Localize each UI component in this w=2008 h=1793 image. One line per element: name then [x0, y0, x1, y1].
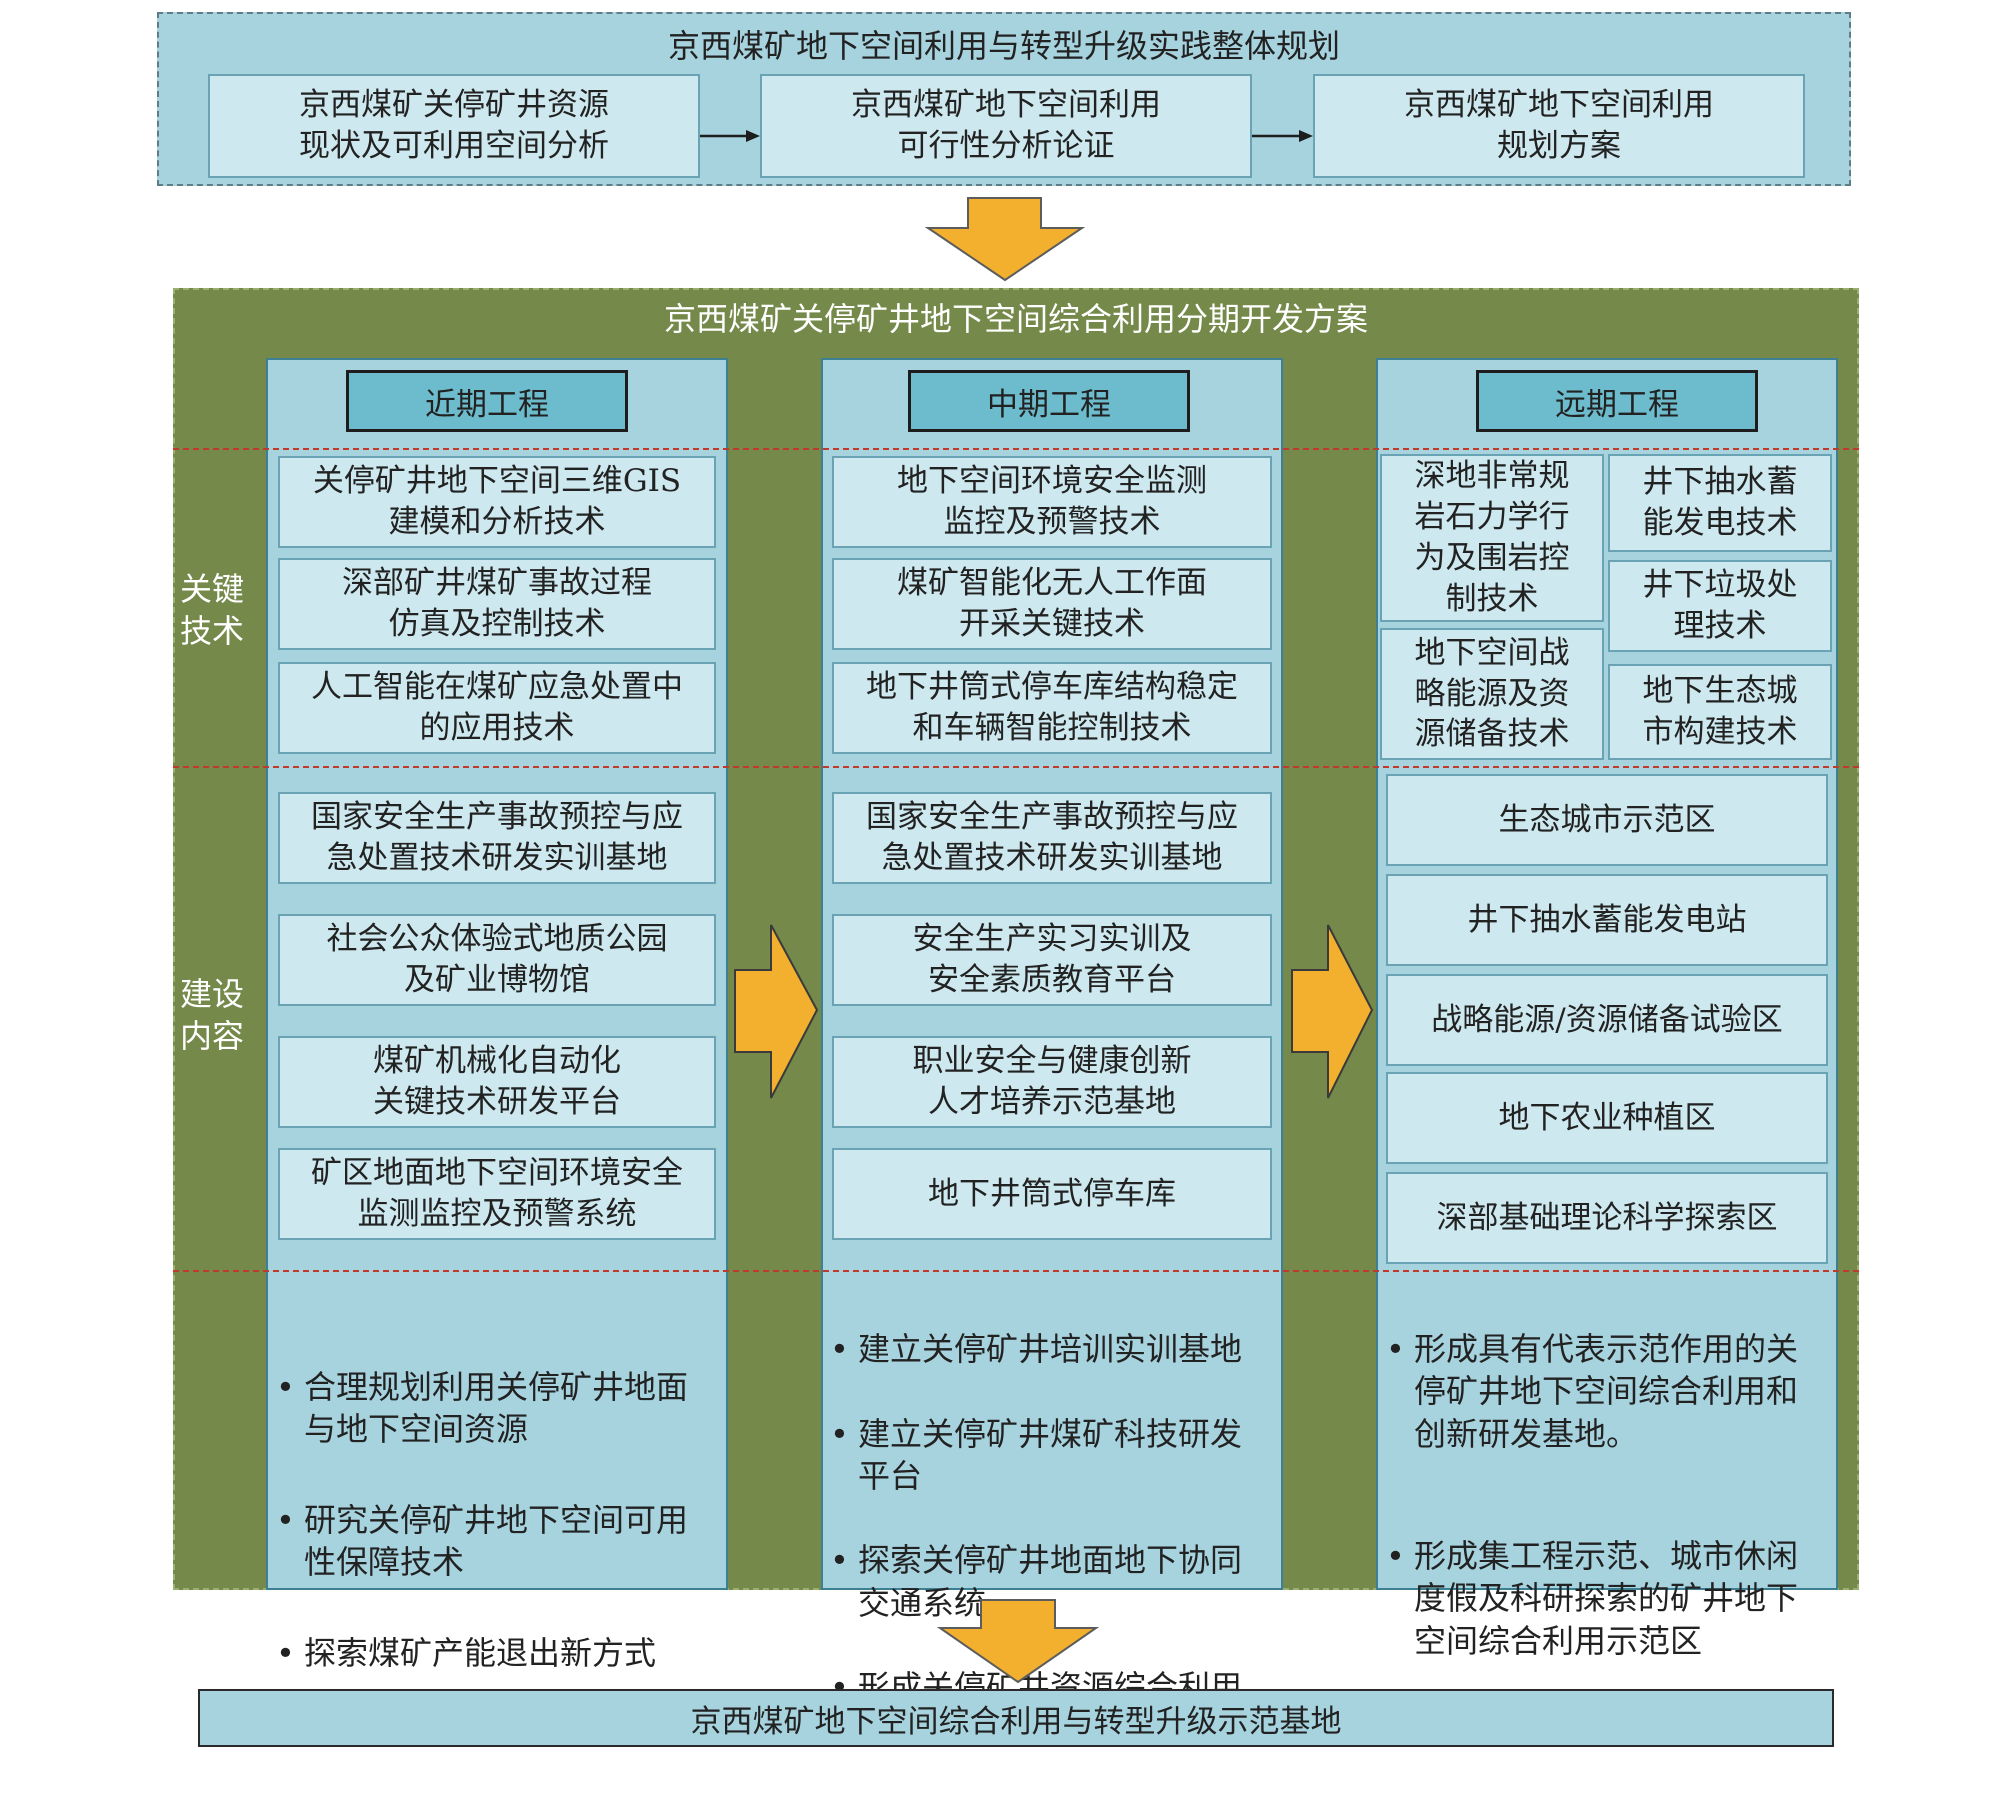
far-goals-list: 形成具有代表示范作用的关 停矿井地下空间综合利用和 创新研发基地。 形成集工程示… — [1384, 1286, 1836, 1704]
mid-key-tech-2: 煤矿智能化无人工作面 开采关键技术 — [832, 558, 1272, 650]
mid-key-tech-3: 地下井筒式停车库结构稳定 和车辆智能控制技术 — [832, 662, 1272, 754]
phase-header-mid: 中期工程 — [908, 370, 1190, 432]
far-construction-2: 井下抽水蓄能发电站 — [1386, 874, 1828, 966]
far-key-tech-pumped-storage: 井下抽水蓄 能发电技术 — [1608, 454, 1832, 552]
mid-goal-1: 建立关停矿井培训实训基地 — [828, 1328, 1274, 1370]
far-goal-2: 形成集工程示范、城市休闲 度假及科研探索的矿井地下 空间综合利用示范区 — [1384, 1535, 1836, 1662]
mid-construction-1: 国家安全生产事故预控与应 急处置技术研发实训基地 — [832, 792, 1272, 884]
mid-construction-3: 职业安全与健康创新 人才培养示范基地 — [832, 1036, 1272, 1128]
far-construction-3: 战略能源/资源储备试验区 — [1386, 974, 1828, 1066]
overall-plan-title: 京西煤矿地下空间利用与转型升级实践整体规划 — [667, 27, 1340, 65]
far-construction-5: 深部基础理论科学探索区 — [1386, 1172, 1828, 1264]
top-flow-arrows — [700, 130, 1313, 282]
row-divider-construction — [173, 766, 1859, 768]
near-construction-1: 国家安全生产事故预控与应 急处置技术研发实训基地 — [278, 792, 716, 884]
near-goals-list: 合理规划利用关停矿井地面 与地下空间资源 研究关停矿井地下空间可用 性保障技术 … — [274, 1324, 718, 1716]
near-goal-1: 合理规划利用关停矿井地面 与地下空间资源 — [274, 1366, 718, 1450]
near-construction-2: 社会公众体验式地质公园 及矿业博物馆 — [278, 914, 716, 1006]
mid-construction-2: 安全生产实习实训及 安全素质教育平台 — [832, 914, 1272, 1006]
mid-key-tech-1: 地下空间环境安全监测 监控及预警技术 — [832, 456, 1272, 548]
far-key-tech-energy-storage: 地下空间战 略能源及资 源储备技术 — [1380, 628, 1604, 760]
mid-construction-4: 地下井筒式停车库 — [832, 1148, 1272, 1240]
row-label-construction: 建设 内容 — [179, 974, 244, 1055]
far-key-tech-waste: 井下垃圾处 理技术 — [1608, 560, 1832, 652]
near-key-tech-2: 深部矿井煤矿事故过程 仿真及控制技术 — [278, 558, 716, 650]
arrow-step2-to-step3 — [1252, 130, 1313, 142]
near-key-tech-3: 人工智能在煤矿应急处置中 的应用技术 — [278, 662, 716, 754]
far-key-tech-rock-mechanics: 深地非常规 岩石力学行 为及围岩控 制技术 — [1380, 454, 1604, 622]
far-key-tech-eco-city: 地下生态城 市构建技术 — [1608, 664, 1832, 760]
near-key-tech-1: 关停矿井地下空间三维GIS 建模和分析技术 — [278, 456, 716, 548]
down-arrow-to-program — [924, 197, 1086, 282]
far-goal-1: 形成具有代表示范作用的关 停矿井地下空间综合利用和 创新研发基地。 — [1384, 1328, 1836, 1455]
mid-goal-2: 建立关停矿井煤矿科技研发 平台 — [828, 1413, 1274, 1497]
near-goal-2: 研究关停矿井地下空间可用 性保障技术 — [274, 1499, 718, 1583]
arrow-step1-to-step2 — [700, 130, 760, 142]
final-demonstration-base: 京西煤矿地下空间综合利用与转型升级示范基地 — [198, 1689, 1834, 1747]
arrow-mid-to-far — [1291, 924, 1374, 1099]
near-construction-3: 煤矿机械化自动化 关键技术研发平台 — [278, 1036, 716, 1128]
development-program-title: 京西煤矿关停矿井地下空间综合利用分期开发方案 — [663, 300, 1368, 338]
plan-step-1: 京西煤矿关停矿井资源 现状及可利用空间分析 — [208, 74, 700, 178]
row-label-key-tech: 关键 技术 — [179, 569, 244, 650]
plan-step-2: 京西煤矿地下空间利用 可行性分析论证 — [760, 74, 1252, 178]
far-construction-1: 生态城市示范区 — [1386, 774, 1828, 866]
near-construction-4: 矿区地面地下空间环境安全 监测监控及预警系统 — [278, 1148, 716, 1240]
row-divider-key-tech — [173, 448, 1859, 450]
mid-goal-3: 探索关停矿井地面地下协同 交通系统 — [828, 1539, 1274, 1623]
plan-step-3: 京西煤矿地下空间利用 规划方案 — [1313, 74, 1805, 178]
phase-header-near: 近期工程 — [346, 370, 628, 432]
near-goal-3: 探索煤矿产能退出新方式 — [274, 1632, 718, 1674]
down-arrow-to-final — [936, 1599, 1100, 1684]
phase-flow-arrows — [734, 924, 1374, 1684]
row-divider-goals — [173, 1270, 1859, 1272]
far-construction-4: 地下农业种植区 — [1386, 1072, 1828, 1164]
phase-header-far: 远期工程 — [1476, 370, 1758, 432]
arrow-near-to-mid — [734, 924, 819, 1099]
